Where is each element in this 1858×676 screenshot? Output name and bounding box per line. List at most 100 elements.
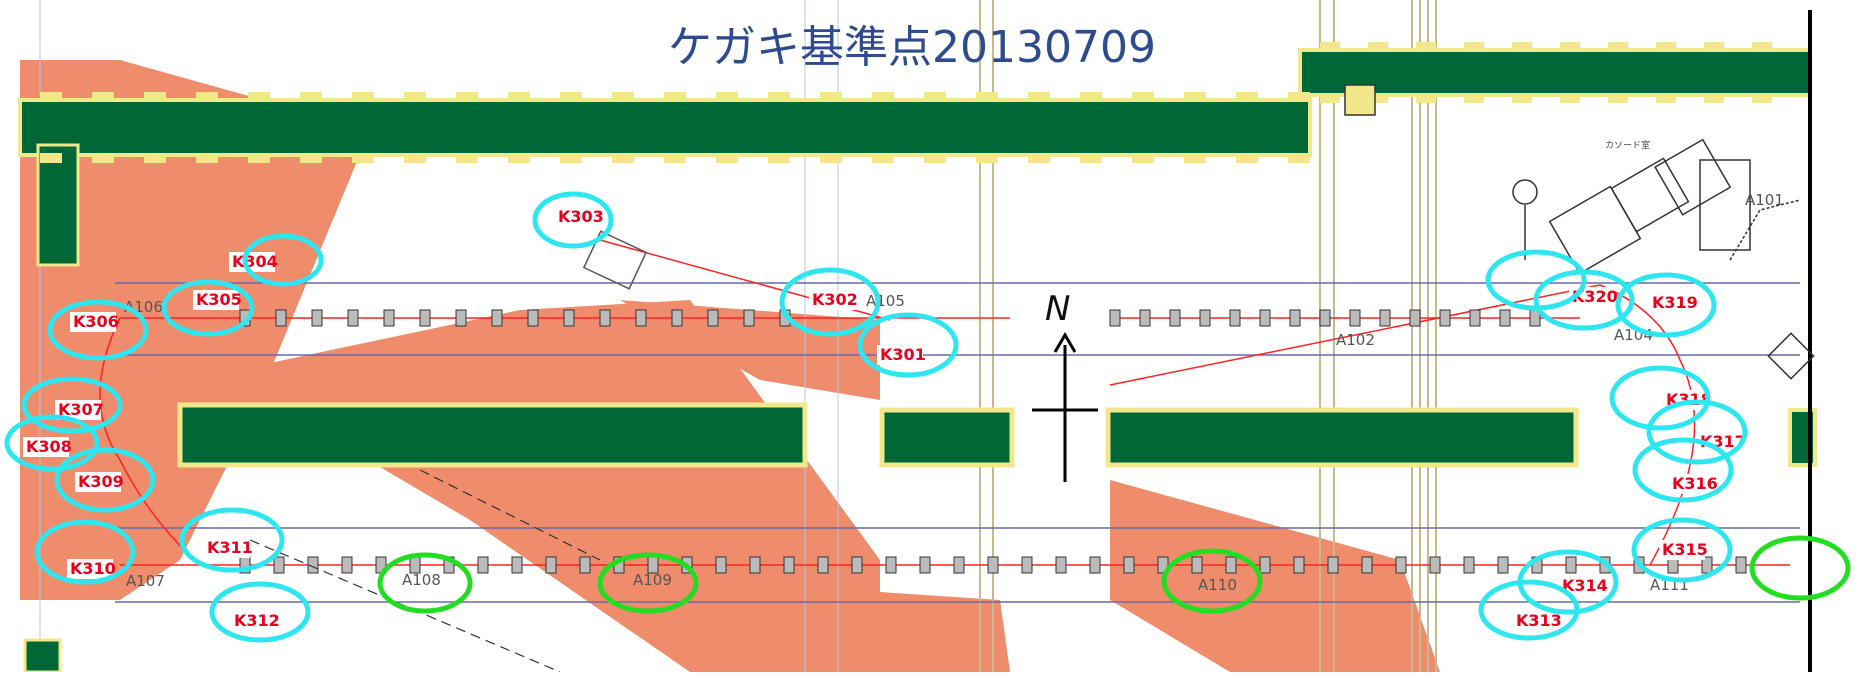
a-label-a105: A105 — [866, 292, 905, 310]
wall-stud — [352, 92, 374, 102]
beamline-magnet — [1169, 309, 1181, 327]
survey-point-ring — [54, 447, 156, 513]
k-label-background — [1559, 576, 1605, 596]
wall-stud — [1132, 92, 1154, 102]
wall-stud — [1608, 93, 1628, 103]
beamline-magnet — [1293, 556, 1305, 574]
beamline-magnet — [919, 556, 931, 574]
k-label-background — [555, 207, 601, 227]
salmon-floor-right — [1110, 480, 1440, 672]
beamline-magnet — [1089, 556, 1101, 574]
wall-stud — [1512, 93, 1532, 103]
wall-stud — [1320, 42, 1340, 52]
beamline-magnet — [1021, 556, 1033, 574]
wall-stud — [456, 153, 478, 163]
wall-stud — [196, 153, 218, 163]
k-label-background — [1669, 474, 1715, 494]
beamline-magnet — [1469, 309, 1481, 327]
middle-wall-center — [879, 407, 1015, 468]
wall-stud — [1236, 153, 1258, 163]
beamline-magnet — [545, 556, 557, 574]
k-label-k304: K304 — [232, 252, 278, 271]
beamline-magnet — [1055, 556, 1067, 574]
a-point-ring — [1749, 535, 1851, 601]
beamline-magnet — [1123, 556, 1135, 574]
k-point-labels: K301K302K303K304K305K306K307K308K309K310… — [23, 207, 1746, 631]
wall-stud — [924, 92, 946, 102]
beamline-magnet — [817, 556, 829, 574]
wall-stud — [352, 153, 374, 163]
beamline-magnet — [707, 309, 719, 327]
survey-point-ring — [1533, 269, 1635, 331]
wall-stud — [1184, 153, 1206, 163]
k-label-k319: K319 — [1652, 293, 1698, 312]
beamline-magnet — [419, 309, 431, 327]
bottom-left-stub — [23, 638, 62, 674]
wall-stud — [664, 92, 686, 102]
k303-frame — [582, 230, 648, 290]
beamline-magnet — [749, 556, 761, 574]
beamline-magnet — [1225, 556, 1237, 574]
k-label-background — [877, 345, 923, 365]
wall-stud — [924, 153, 946, 163]
beamline-magnet — [1497, 556, 1509, 574]
k-label-background — [55, 400, 101, 420]
a-point-labels: A101 A102 A104 A105 A106 A107 A111 A108 … — [124, 191, 1784, 594]
survey-point-ring — [47, 299, 149, 361]
k-label-k302: K302 — [812, 290, 858, 309]
a-point-ring — [1161, 548, 1263, 614]
beamline-magnet — [1409, 309, 1421, 327]
wall-stud — [1288, 92, 1310, 102]
beamline-magnet — [1735, 556, 1747, 574]
k-label-k306: K306 — [73, 312, 119, 331]
k-label-k312: K312 — [234, 611, 280, 630]
beamline-magnet — [599, 309, 611, 327]
k-label-background — [193, 290, 239, 310]
beamline-magnet — [1395, 556, 1407, 574]
a-label-a107: A107 — [126, 572, 165, 590]
wall-stud — [1184, 92, 1206, 102]
beamline-magnet — [1499, 309, 1511, 327]
beamline-magnet — [783, 556, 795, 574]
salmon-floor-bottom-strip — [700, 580, 1010, 672]
wall-stud — [144, 153, 166, 163]
wall-stud — [404, 153, 426, 163]
k-label-k303: K303 — [558, 207, 604, 226]
survey-point-ring — [242, 233, 324, 287]
wall-stud — [1288, 153, 1310, 163]
salmon-floor-mid — [190, 300, 880, 672]
beamline-magnet — [715, 556, 727, 574]
k-label-background — [23, 437, 69, 457]
beamline-magnet — [1439, 309, 1451, 327]
wall-stud — [716, 92, 738, 102]
wall-stud — [508, 153, 530, 163]
beamline-magnet — [743, 309, 755, 327]
wall-stud — [1132, 153, 1154, 163]
beamline-magnet — [1259, 309, 1271, 327]
survey-point-ring — [179, 507, 285, 573]
wall-stud — [1560, 42, 1580, 52]
salmon-floor-diagonal — [620, 300, 880, 400]
north-arrow: N — [1032, 289, 1098, 482]
k-label-background — [1513, 611, 1559, 631]
a-label-a102: A102 — [1336, 331, 1375, 349]
wall-stud — [1704, 42, 1724, 52]
wall-stud — [1464, 42, 1484, 52]
wall-stud — [92, 153, 114, 163]
wall-stud — [1028, 92, 1050, 102]
survey-point-ring — [4, 414, 100, 472]
beamline-magnet — [1199, 309, 1211, 327]
beamline-magnet — [347, 309, 359, 327]
beamline-magnet — [1289, 309, 1301, 327]
survey-point-ring — [532, 191, 614, 249]
a-label-a110: A110 — [1198, 576, 1237, 594]
beamline-magnet — [455, 309, 467, 327]
survey-point-ring — [209, 581, 311, 643]
beamline-magnet — [579, 556, 591, 574]
wall-stud — [456, 92, 478, 102]
k-label-background — [75, 472, 121, 492]
middle-wall-right — [1105, 407, 1579, 468]
survey-point-ring — [34, 519, 136, 585]
beamline-magnet — [1229, 309, 1241, 327]
